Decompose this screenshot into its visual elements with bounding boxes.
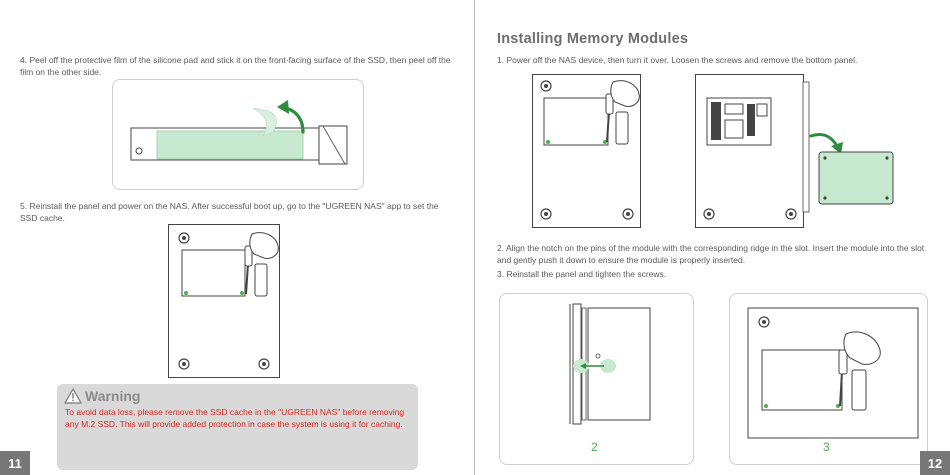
reinstall-panel-figure — [168, 224, 281, 379]
step-1-text: 1. Power off the NAS device, then turn i… — [497, 55, 858, 65]
tighten-screws-figure — [729, 293, 928, 465]
page-number-right: 12 — [920, 451, 950, 475]
figure-label-3: 3 — [823, 440, 830, 454]
warning-triangle-icon — [64, 388, 82, 404]
curved-arrow-icon — [277, 100, 305, 134]
warning-box: Warning To avoid data loss, please remov… — [57, 384, 418, 470]
step-3-text: 3. Reinstall the panel and tighten the s… — [497, 269, 667, 279]
page-right: Installing Memory Modules 1. Power off t… — [475, 0, 950, 475]
ssd-pad-illustration — [130, 100, 348, 165]
insert-module-figure — [499, 293, 694, 465]
book-spine — [474, 0, 475, 475]
nas-reinstall-illustration — [747, 307, 919, 439]
page-number-left: 11 — [0, 451, 30, 475]
memory-insert-illustration — [569, 303, 651, 425]
page-left: 4. Peel off the protective film of the s… — [0, 55, 451, 475]
nas-bottom-loosen-illustration — [532, 74, 641, 228]
ssd-pad-figure — [112, 79, 364, 190]
warning-header: Warning — [64, 387, 140, 405]
screw-icon — [178, 232, 190, 244]
page-title: Installing Memory Modules — [497, 31, 689, 47]
step-2-text: 2. Align the notch on the pins of the mo… — [497, 243, 925, 265]
screwdriver-hand-icon — [244, 232, 279, 297]
figure-label-2: 2 — [591, 440, 598, 454]
warning-body: To avoid data loss, please remove the SS… — [65, 407, 405, 429]
step-5-text: 5. Reinstall the panel and power on the … — [20, 201, 439, 223]
warning-title: Warning — [85, 388, 141, 404]
remove-panel-figure — [695, 74, 895, 229]
step-4-text: 4. Peel off the protective film of the s… — [20, 55, 451, 77]
loosen-screws-figure — [532, 74, 642, 229]
nas-open-illustration — [695, 74, 894, 228]
nas-bottom-illustration — [168, 224, 280, 378]
